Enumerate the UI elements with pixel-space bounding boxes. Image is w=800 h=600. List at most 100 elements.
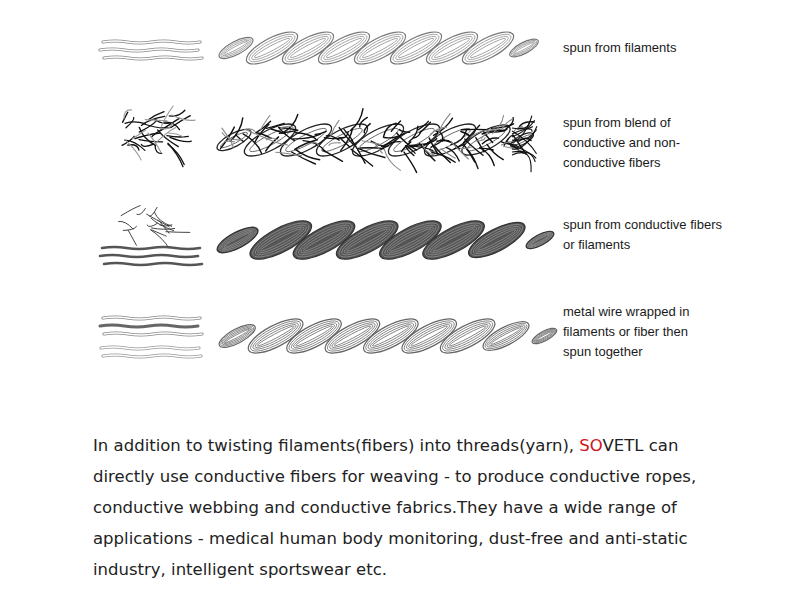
loose-fiber — [502, 142, 514, 145]
loose-fiber — [406, 146, 414, 156]
conductive-filament — [102, 247, 200, 249]
yarn-strand — [524, 228, 556, 252]
strand-fiber-line — [221, 38, 251, 58]
wire-and-filament-bundle — [100, 317, 202, 357]
filament-bundle — [100, 41, 202, 59]
twisted-yarn — [216, 26, 540, 70]
loose-fiber — [230, 118, 243, 141]
loose-fiber — [360, 147, 383, 149]
conductive-filament — [104, 263, 202, 265]
filament — [101, 347, 199, 349]
filament — [103, 41, 200, 43]
loose-fiber — [147, 223, 157, 226]
loose-fiber — [493, 116, 504, 134]
protruding-fiber — [512, 151, 536, 158]
loose-fiber — [279, 131, 297, 134]
caption-paragraph: In addition to twisting filaments(fibers… — [93, 430, 743, 585]
loose-fiber — [481, 129, 494, 139]
loose-fiber — [133, 130, 146, 138]
strand-fiber-line — [219, 130, 249, 150]
loose-fiber — [441, 149, 455, 159]
loose-fiber — [451, 142, 468, 159]
loose-fiber — [518, 122, 534, 129]
loose-fiber — [265, 138, 288, 146]
loose-fiber — [148, 133, 161, 153]
loose-fiber — [326, 135, 339, 140]
loose-fiber — [152, 228, 175, 229]
loose-fiber — [399, 130, 409, 133]
loose-fiber — [315, 131, 326, 134]
strand-fiber-line — [466, 33, 511, 63]
yarn-strand — [458, 119, 514, 161]
strand-fiber-line — [525, 230, 554, 251]
loose-fiber — [147, 214, 170, 227]
loose-fiber — [362, 141, 381, 145]
loose-fiber — [119, 221, 133, 229]
strand-fiber-line — [536, 331, 553, 341]
filament — [103, 317, 200, 319]
loose-fiber — [383, 138, 397, 149]
filament — [103, 355, 201, 357]
loose-fiber — [432, 153, 455, 163]
yarn-type-label: spun from conductive fibers or filaments — [563, 215, 723, 255]
strand-fiber-line — [224, 328, 250, 343]
protruding-fiber — [512, 116, 532, 143]
strand-fiber-line — [467, 219, 526, 261]
loose-fiber — [267, 138, 280, 141]
loose-fiber — [141, 144, 153, 146]
loose-fiber — [224, 141, 234, 143]
filament — [103, 317, 200, 319]
loose-fiber — [155, 212, 172, 226]
loose-fiber — [152, 230, 167, 236]
loose-fiber — [276, 152, 302, 155]
loose-fiber — [460, 147, 471, 148]
loose-fiber — [391, 121, 400, 131]
protruding-fiber — [512, 126, 537, 149]
loose-fiber — [409, 126, 418, 142]
strand-fiber-line — [533, 328, 556, 344]
loose-fiber — [281, 126, 294, 128]
loose-fiber — [502, 142, 517, 145]
loose-fiber — [502, 119, 513, 129]
yarn-type-label: spun from blend of conductive and non-co… — [563, 113, 723, 173]
loose-fiber — [222, 133, 242, 140]
loose-fiber — [295, 133, 315, 139]
loose-fiber — [261, 116, 270, 131]
loose-fiber — [245, 129, 255, 132]
loose-fiber — [465, 139, 483, 155]
strand-fiber-line — [223, 231, 252, 248]
loose-fiber — [125, 122, 145, 124]
loose-fiber — [329, 143, 340, 145]
strand-fiber-line — [511, 40, 536, 57]
loose-fiber — [155, 127, 176, 143]
loose-fiber — [341, 139, 350, 147]
loose-fiber — [172, 115, 195, 120]
loose-fiber — [428, 139, 437, 143]
loose-fiber — [487, 144, 503, 159]
loose-fiber — [351, 140, 365, 164]
strand-fiber-line — [474, 225, 520, 255]
loose-fiber — [126, 118, 134, 128]
filament — [101, 347, 199, 349]
filament — [104, 333, 202, 335]
loose-fiber — [331, 120, 339, 135]
twisted-yarn — [214, 213, 556, 266]
loose-fiber — [364, 124, 370, 133]
loose-fiber — [168, 133, 184, 137]
loose-fiber — [384, 149, 400, 170]
filament — [103, 41, 200, 43]
strand-fiber-line — [222, 326, 252, 345]
strand-fiber-line — [462, 29, 514, 66]
loose-fiber — [246, 130, 267, 139]
strand-fiber-line — [432, 227, 475, 253]
strand-fiber-line — [485, 321, 528, 350]
strand-fiber-line — [529, 233, 552, 248]
blended-fiber-tuft — [122, 106, 195, 167]
loose-fiber — [135, 133, 160, 139]
filament — [104, 333, 202, 335]
strand-fiber-line — [490, 326, 522, 345]
loose-fiber — [123, 226, 136, 230]
loose-fiber — [121, 206, 140, 216]
loose-fiber — [359, 149, 385, 158]
loose-fiber — [279, 128, 295, 141]
